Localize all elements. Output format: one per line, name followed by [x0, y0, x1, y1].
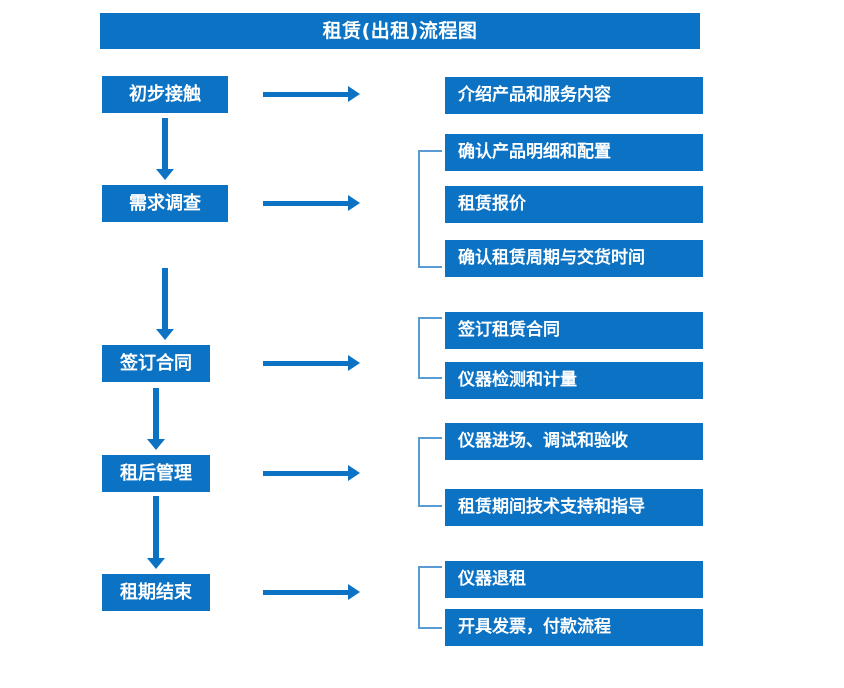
arrow-head-right-icon — [348, 195, 360, 211]
detail-node-5[interactable]: 签订租赁合同 — [445, 312, 703, 349]
stage-node-3-label: 签订合同 — [120, 352, 192, 374]
detail-node-10[interactable]: 开具发票，付款流程 — [445, 609, 703, 646]
stage-node-2-label: 需求调查 — [129, 192, 201, 214]
stage-node-4-label: 租后管理 — [120, 462, 192, 484]
flow-arrow-down-4 — [147, 496, 165, 569]
arrow-head-right-icon — [348, 584, 360, 600]
detail-node-7[interactable]: 仪器进场、调试和验收 — [445, 423, 703, 460]
detail-node-1[interactable]: 介绍产品和服务内容 — [445, 77, 703, 114]
group-bracket-contract — [418, 317, 442, 379]
arrow-shaft — [162, 268, 168, 329]
detail-node-10-label: 开具发票，付款流程 — [458, 617, 611, 637]
stage-node-2[interactable]: 需求调查 — [102, 185, 228, 222]
stage-node-4[interactable]: 租后管理 — [102, 455, 210, 492]
arrow-shaft — [153, 496, 159, 558]
arrow-head-right-icon — [348, 355, 360, 371]
detail-node-8-label: 租赁期间技术支持和指导 — [458, 497, 645, 517]
arrow-shaft — [162, 118, 168, 169]
arrow-shaft — [153, 388, 159, 439]
detail-node-6-label: 仪器检测和计量 — [458, 370, 577, 390]
detail-node-1-label: 介绍产品和服务内容 — [458, 85, 611, 105]
arrow-head-right-icon — [348, 86, 360, 102]
flow-arrow-right-1 — [263, 86, 360, 102]
detail-node-3-label: 租赁报价 — [458, 194, 526, 214]
flow-arrow-down-1 — [156, 118, 174, 180]
arrow-shaft — [263, 92, 349, 97]
stage-node-1[interactable]: 初步接触 — [102, 76, 228, 113]
detail-node-4-label: 确认租赁周期与交货时间 — [458, 248, 645, 268]
detail-node-9-label: 仪器退租 — [458, 569, 526, 589]
arrow-head-down-icon — [147, 439, 165, 450]
arrow-shaft — [263, 201, 349, 206]
stage-node-3[interactable]: 签订合同 — [102, 345, 210, 382]
group-bracket-post-rental — [418, 437, 442, 507]
detail-node-4[interactable]: 确认租赁周期与交货时间 — [445, 240, 703, 277]
flow-arrow-down-2 — [156, 268, 174, 340]
detail-node-8[interactable]: 租赁期间技术支持和指导 — [445, 489, 703, 526]
arrow-shaft — [263, 471, 349, 476]
detail-node-3[interactable]: 租赁报价 — [445, 186, 703, 223]
stage-node-1-label: 初步接触 — [129, 83, 201, 105]
group-bracket-lease-end — [418, 566, 442, 629]
flow-arrow-down-3 — [147, 388, 165, 450]
detail-node-9[interactable]: 仪器退租 — [445, 561, 703, 598]
stage-node-5[interactable]: 租期结束 — [102, 574, 210, 611]
arrow-head-right-icon — [348, 465, 360, 481]
detail-node-2-label: 确认产品明细和配置 — [458, 142, 611, 162]
arrow-head-down-icon — [156, 169, 174, 180]
arrow-shaft — [263, 590, 349, 595]
arrow-shaft — [263, 361, 349, 366]
detail-node-7-label: 仪器进场、调试和验收 — [458, 431, 628, 451]
detail-node-6[interactable]: 仪器检测和计量 — [445, 362, 703, 399]
flow-arrow-right-3 — [263, 355, 360, 371]
group-bracket-requirements — [418, 150, 442, 268]
flow-arrow-right-2 — [263, 195, 360, 211]
diagram-title-bar: 租赁(出租)流程图 — [100, 13, 700, 49]
stage-node-5-label: 租期结束 — [120, 581, 192, 603]
flow-arrow-right-4 — [263, 465, 360, 481]
diagram-title: 租赁(出租)流程图 — [322, 19, 478, 42]
arrow-head-down-icon — [156, 329, 174, 340]
detail-node-2[interactable]: 确认产品明细和配置 — [445, 134, 703, 171]
detail-node-5-label: 签订租赁合同 — [458, 320, 560, 340]
arrow-head-down-icon — [147, 558, 165, 569]
flow-arrow-right-5 — [263, 584, 360, 600]
